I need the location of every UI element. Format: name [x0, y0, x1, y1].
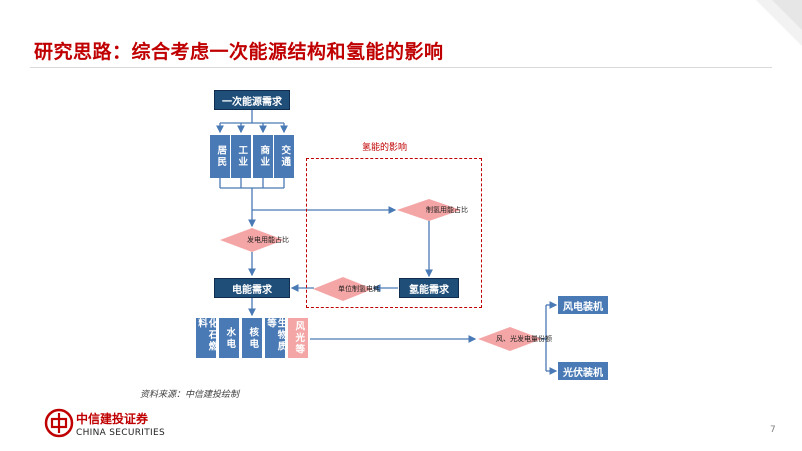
source-biomass-box: 生物质等: [265, 318, 286, 358]
diamond-shape: [220, 228, 284, 252]
hydrogen-ratio-diamond: 制氢用能占比: [397, 199, 468, 221]
page-number: 7: [770, 425, 776, 435]
generation-ratio-label: 发电用能占比: [247, 235, 289, 244]
source-wind-solar-box: 风光等: [288, 318, 308, 358]
solar-install-box: 光伏装机: [558, 362, 608, 380]
wind-solar-share-label: 风、光发电量份额: [496, 334, 552, 343]
wind-solar-share-diamond: 风、光发电量份额: [478, 327, 552, 351]
hydrogen-impact-frame: [306, 158, 482, 308]
generation-ratio-diamond: 发电用能占比: [220, 228, 289, 252]
unit-hydrogen-power-diamond: 单位制氢电耗: [313, 277, 380, 301]
sector-residential-box: 居民: [210, 135, 230, 178]
hydrogen-impact-label: 氢能的影响: [362, 143, 408, 153]
source-fossil-box: 化石燃料: [196, 318, 217, 358]
company-name-cn: 中信建投证券: [76, 412, 149, 426]
hydrogen-demand-box: 氢能需求: [399, 278, 459, 298]
sector-commerce-box: 商业: [253, 135, 273, 178]
primary-energy-demand-box: 一次能源需求: [214, 90, 290, 110]
wind-install-box: 风电装机: [558, 296, 608, 314]
hydrogen-ratio-label: 制氢用能占比: [426, 205, 468, 214]
company-logo-icon: [44, 408, 74, 438]
corner-decoration: [756, 0, 802, 46]
title-divider: [30, 67, 772, 68]
electricity-demand-box: 电能需求: [214, 278, 290, 298]
source-note: 资料来源：中信建投绘制: [140, 390, 240, 400]
source-nuclear-box: 核电: [242, 318, 262, 358]
diamond-shape: [397, 199, 461, 221]
sector-industry-box: 工业: [231, 135, 251, 178]
sector-transport-box: 交通: [274, 135, 294, 178]
page-title: 研究思路：综合考虑一次能源结构和氢能的影响: [34, 41, 444, 63]
diamond-shape: [478, 327, 542, 351]
unit-hydrogen-power-label: 单位制氢电耗: [338, 284, 380, 293]
company-name-en: CHINA SECURITIES: [76, 428, 165, 438]
diamond-shape: [313, 277, 373, 301]
source-hydro-box: 水电: [219, 318, 239, 358]
